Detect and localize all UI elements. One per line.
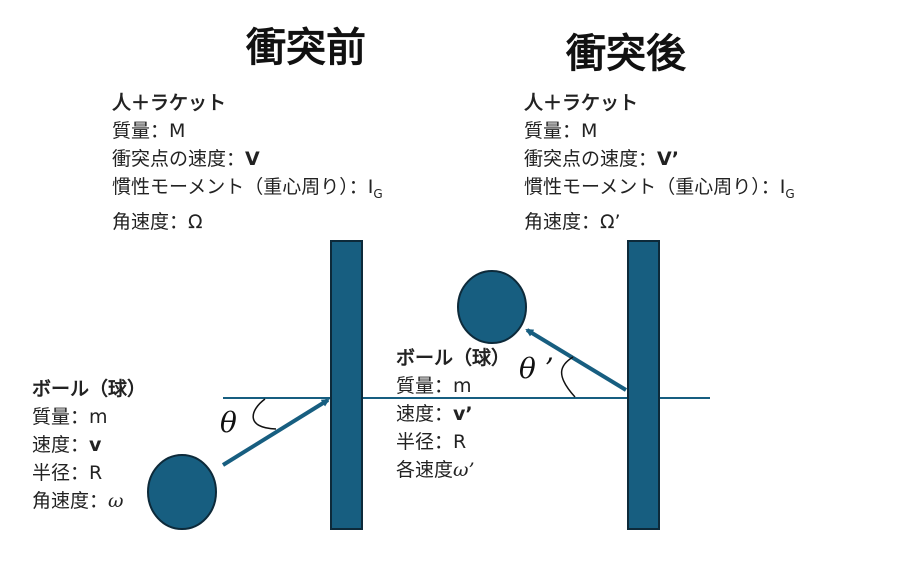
racket-inertia: 慣性モーメント（重心周り）：IG [112, 173, 383, 208]
label: 角速度： [32, 490, 109, 512]
title-after: 衝突後 [566, 31, 686, 77]
label: 慣性モーメント（重心周り）：I [112, 176, 374, 198]
angle-label-after: θ ’ [519, 352, 554, 385]
racket-angular-velocity: 角速度：Ω [112, 208, 383, 236]
subscript: G [373, 186, 383, 201]
value: V [245, 148, 260, 170]
value: Ω’ [600, 210, 621, 233]
ball-heading: ボール（球） [396, 347, 511, 369]
angle-label-before: θ [220, 406, 237, 439]
label: 半径： [396, 431, 454, 453]
racket-angular-velocity: 角速度：Ω’ [524, 208, 795, 236]
velocity-arrow-after [525, 328, 628, 392]
title-before: 衝突前 [246, 25, 366, 71]
value: v [89, 434, 102, 456]
racket-inertia: 慣性モーメント（重心周り）：IG [524, 173, 795, 208]
value: m [453, 375, 472, 397]
racket-after [627, 240, 660, 530]
label: 角速度： [524, 210, 601, 233]
racket-before-props: 人＋ラケット 質量：M 衝突点の速度：V 慣性モーメント（重心周り）：IG 角速… [112, 89, 383, 236]
label: 各速度 [396, 459, 454, 481]
label: 質量： [112, 120, 170, 142]
value: Ω [188, 210, 203, 233]
ball-radius: 半径：R [396, 428, 510, 456]
ball-velocity: 速度：v [32, 431, 146, 459]
value: M [581, 120, 598, 142]
racket-heading: 人＋ラケット [524, 92, 639, 114]
value: V’ [657, 148, 679, 170]
label: 半径： [32, 462, 90, 484]
angle-arc-after [560, 356, 576, 398]
racket-before [330, 240, 363, 530]
ball-after [457, 270, 527, 344]
velocity-arrow-before [221, 398, 330, 467]
value: M [169, 120, 186, 142]
value: R [89, 462, 103, 484]
label: 質量： [32, 406, 90, 428]
ball-velocity: 速度：v’ [396, 400, 510, 428]
subscript: G [785, 186, 795, 201]
ball-angular-velocity: 角速度：ω [32, 487, 146, 515]
label: 衝突点の速度： [112, 148, 246, 170]
ball-heading: ボール（球） [32, 378, 147, 400]
racket-mass: 質量：M [524, 117, 795, 145]
value: v’ [453, 403, 473, 425]
label: 慣性モーメント（重心周り）：I [524, 176, 786, 198]
label: 質量： [396, 375, 454, 397]
ball-radius: 半径：R [32, 459, 146, 487]
value: ω’ [453, 459, 475, 481]
racket-velocity: 衝突点の速度：V’ [524, 145, 795, 173]
angle-arc-before [252, 398, 277, 430]
value: ω [108, 490, 124, 512]
racket-heading: 人＋ラケット [112, 92, 227, 114]
label: 衝突点の速度： [524, 148, 658, 170]
racket-after-props: 人＋ラケット 質量：M 衝突点の速度：V’ 慣性モーメント（重心周り）：IG 角… [524, 89, 795, 236]
value: R [453, 431, 467, 453]
ball-before [147, 454, 217, 530]
racket-mass: 質量：M [112, 117, 383, 145]
ball-angular-velocity: 各速度ω’ [396, 456, 510, 484]
ball-mass: 質量：m [32, 403, 146, 431]
racket-velocity: 衝突点の速度：V [112, 145, 383, 173]
label: 質量： [524, 120, 582, 142]
ball-after-props: ボール（球） 質量：m 速度：v’ 半径：R 各速度ω’ [396, 344, 510, 484]
ball-before-props: ボール（球） 質量：m 速度：v 半径：R 角速度：ω [32, 375, 146, 515]
label: 速度： [32, 434, 90, 456]
ball-mass: 質量：m [396, 372, 510, 400]
label: 角速度： [112, 210, 189, 233]
value: m [89, 406, 108, 428]
label: 速度： [396, 403, 454, 425]
